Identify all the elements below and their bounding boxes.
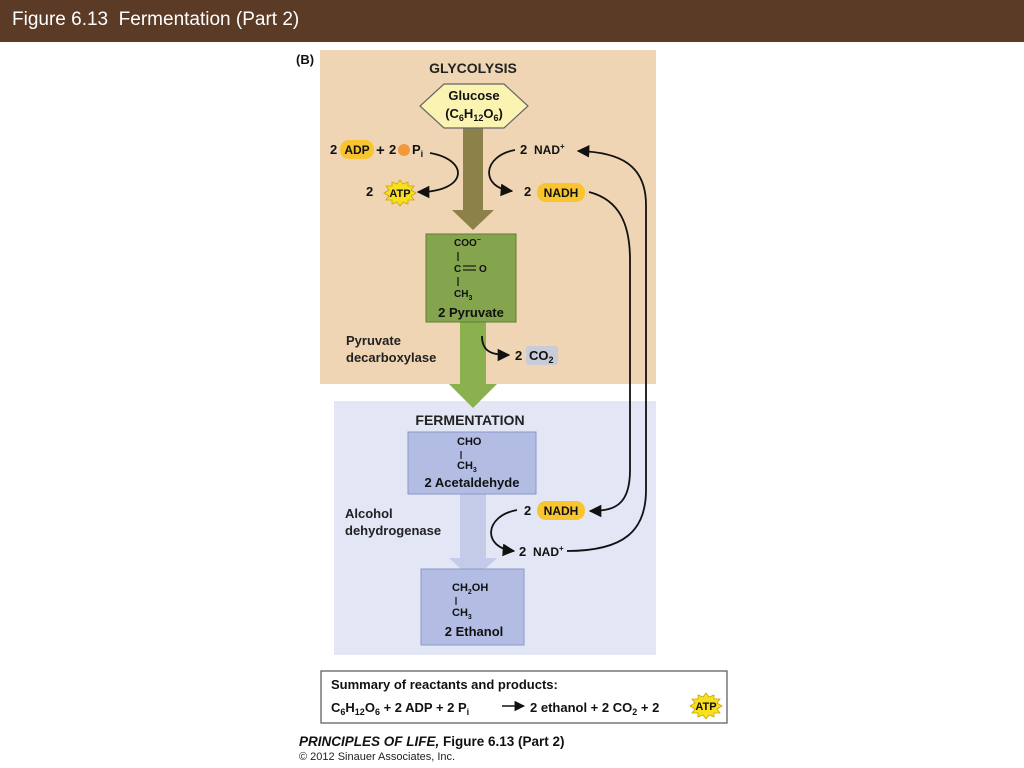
figure-reference: Figure 6.13 (Part 2) (439, 734, 565, 749)
ethanol-label: 2 Ethanol (445, 624, 504, 639)
fermentation-nadh-badge (537, 501, 585, 520)
co2-label: CO2 (529, 348, 554, 365)
atp-starburst-icon (383, 179, 417, 207)
credit-line: PRINCIPLES OF LIFE, Figure 6.13 (Part 2) (299, 734, 565, 749)
pyruvate-carbonyl-c: C (454, 264, 461, 275)
book-title: PRINCIPLES OF LIFE, (299, 734, 440, 749)
adp-coefficient: 2 (330, 142, 337, 157)
nad-coefficient: 2 (520, 142, 527, 157)
glucose-formula: (C6H12O6) (445, 106, 503, 123)
nadh-coefficient: 2 (524, 184, 531, 199)
decarboxylation-flow-arrow (449, 321, 497, 408)
ethanol-box (420, 568, 525, 646)
summary-products: 2 ethanol + 2 CO2 + 2 (530, 700, 659, 717)
summary-atp-starburst-icon (689, 692, 723, 720)
pyruvate-carboxyl: COO− (454, 237, 481, 249)
summary-reactants: C6H12O6 + 2 ADP + 2 Pi (331, 700, 469, 717)
acetaldehyde-box (407, 431, 537, 495)
glycolysis-heading: GLYCOLYSIS (429, 60, 517, 76)
nadh-badge (537, 183, 585, 202)
nadh-transfer-loop (588, 191, 631, 518)
summary-atp-label: ATP (695, 701, 716, 713)
alcohol-dehydrogenase-label-2: dehydrogenase (345, 523, 441, 538)
pyruvate-decarboxylase-label-2: decarboxylase (346, 350, 436, 365)
acetaldehyde-methyl: CH3 (457, 460, 477, 474)
pyruvate-box (425, 233, 517, 323)
fermentation-nadh-coefficient: 2 (524, 503, 531, 518)
nadh-to-nad-arrow (490, 509, 518, 557)
figure-credit: PRINCIPLES OF LIFE, Figure 6.13 (Part 2)… (299, 734, 565, 763)
nadh-label: NADH (544, 186, 579, 200)
atp-coefficient: 2 (366, 184, 373, 199)
glucose-label: Glucose (448, 88, 499, 103)
glucose-hexagon (419, 83, 529, 129)
pi-label: Pi (412, 142, 423, 159)
pyruvate-label: 2 Pyruvate (438, 305, 504, 320)
pyruvate-methyl: CH3 (454, 289, 472, 302)
pyruvate-decarboxylase-label-1: Pyruvate (346, 333, 401, 348)
title-bar: Figure 6.13 Fermentation (Part 2) (0, 0, 1024, 42)
panel-label: (B) (296, 52, 314, 67)
co2-coefficient: 2 (515, 348, 522, 363)
slide-title: Figure 6.13 Fermentation (Part 2) (12, 9, 300, 30)
co2-release-arrow (481, 335, 511, 362)
summary-heading: Summary of reactants and products: (331, 677, 558, 692)
adp-to-atp-arrow (416, 152, 459, 199)
alcohol-dehydrogenase-label-1: Alcohol (345, 506, 393, 521)
adp-badge (340, 140, 374, 159)
nad-label: NAD+ (534, 142, 565, 157)
fermentation-nad-label: NAD+ (533, 544, 564, 559)
pyruvate-carbonyl-o: O (479, 264, 487, 275)
fermentation-heading: FERMENTATION (415, 412, 524, 428)
reduction-flow-arrow (449, 492, 497, 580)
summary-box (320, 670, 728, 724)
nad-regeneration-loop (566, 144, 647, 552)
acetaldehyde-aldehyde: CHO (457, 436, 482, 448)
glycolysis-flow-arrow (452, 128, 494, 230)
fermentation-nad-coefficient: 2 (519, 544, 526, 559)
phosphate-icon (398, 144, 410, 156)
co2-badge (526, 346, 558, 365)
adp-label: ADP (344, 143, 369, 157)
plus-sign: + (376, 142, 385, 159)
fermentation-nadh-label: NADH (544, 504, 579, 518)
acetaldehyde-label: 2 Acetaldehyde (425, 475, 520, 490)
copyright-line: © 2012 Sinauer Associates, Inc. (299, 751, 456, 763)
atp-label: ATP (389, 188, 410, 200)
ethanol-methyl: CH3 (452, 607, 472, 621)
nad-to-nadh-arrow (488, 149, 516, 197)
pi-coefficient: 2 (389, 142, 396, 157)
ethanol-hydroxymethyl: CH2OH (452, 582, 488, 596)
